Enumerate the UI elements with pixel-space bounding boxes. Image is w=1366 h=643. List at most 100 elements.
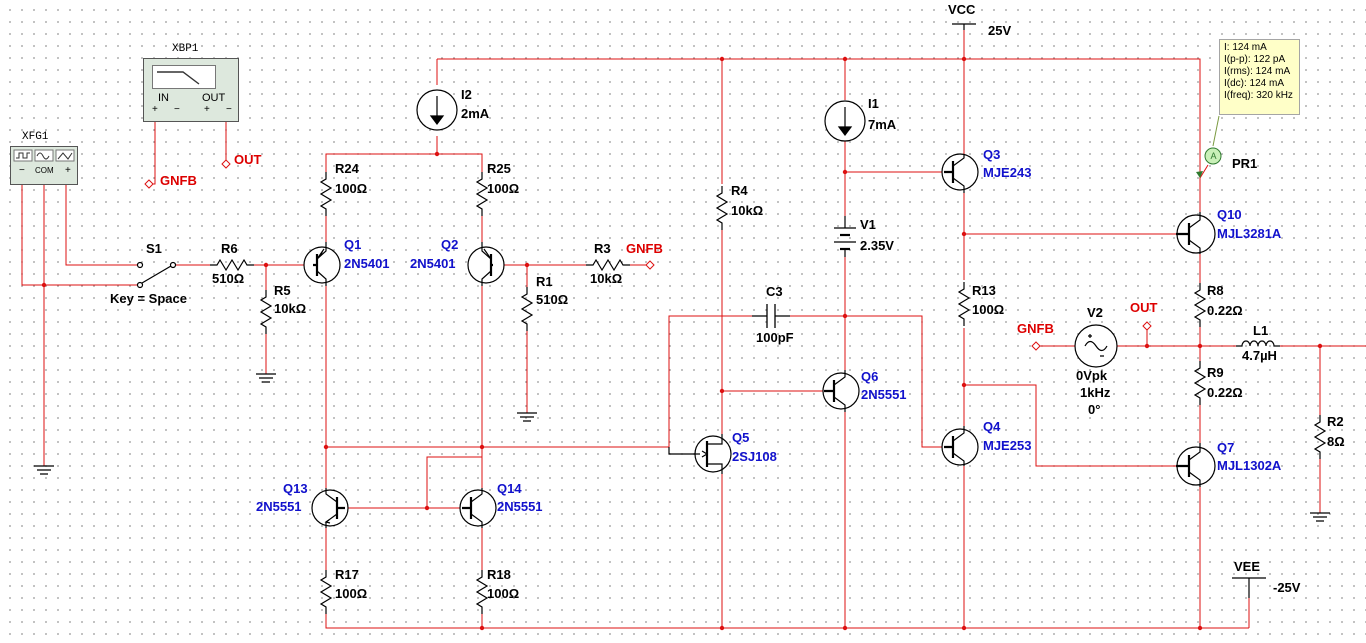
probe-reading-irms: I(rms): 124 mA — [1224, 66, 1291, 77]
r25-ref: R25 — [487, 161, 511, 176]
waveform-icons — [13, 149, 75, 162]
resistor-r3[interactable] — [585, 259, 631, 271]
q7-ref: Q7 — [1217, 440, 1235, 455]
r2-value: 8Ω — [1327, 434, 1345, 449]
transistor-q13[interactable] — [311, 488, 349, 528]
r6-ref: R6 — [221, 241, 238, 256]
r9-ref: R9 — [1207, 365, 1224, 380]
xbp1-in-minus: − — [174, 104, 180, 115]
q4-ref: Q4 — [983, 419, 1001, 434]
xbp1-out-label: OUT — [202, 92, 226, 104]
r1-value: 510Ω — [536, 292, 569, 307]
xfg1-plus: + — [65, 165, 71, 176]
transistor-q10[interactable] — [1176, 212, 1216, 254]
r8-ref: R8 — [1207, 283, 1224, 298]
r17-ref: R17 — [335, 567, 359, 582]
vcc-symbol — [952, 23, 976, 30]
xbp1-in-label: IN — [158, 92, 169, 104]
junction-dots — [41, 56, 1323, 631]
switch-s1[interactable] — [136, 261, 177, 289]
l1-ref: L1 — [1253, 323, 1269, 338]
r3-value: 10kΩ — [590, 271, 623, 286]
ac-source-v2[interactable] — [1074, 324, 1118, 368]
resistor-r9[interactable] — [1194, 360, 1206, 406]
xfg1-minus: − — [19, 165, 25, 176]
r25-value: 100Ω — [487, 181, 520, 196]
bode-plotter-xbp1[interactable]: IN OUT + − + − — [143, 58, 239, 122]
resistor-r18[interactable] — [476, 569, 488, 615]
function-generator-xfg1[interactable]: COM + − — [10, 146, 78, 185]
v2-frequency: 1kHz — [1080, 385, 1111, 400]
c3-ref: C3 — [766, 284, 783, 299]
net-label-vcc: VCC — [948, 2, 976, 17]
xfg1-label: XFG1 — [22, 131, 49, 143]
net-label-gnfb-2: GNFB — [626, 241, 663, 256]
q5-part: 2SJ108 — [732, 449, 777, 464]
xbp1-out-plus: + — [204, 104, 210, 115]
resistor-r6[interactable] — [209, 259, 255, 271]
transistor-q6[interactable] — [822, 370, 860, 412]
q7-part: MJL1302A — [1217, 458, 1282, 473]
s1-ref: S1 — [146, 241, 162, 256]
r13-value: 100Ω — [972, 302, 1005, 317]
xbp1-in-plus: + — [152, 104, 158, 115]
transistor-q14[interactable] — [459, 488, 497, 528]
r2-ref: R2 — [1327, 414, 1344, 429]
c3-value: 100pF — [756, 330, 794, 345]
ground-symbols — [34, 373, 1330, 522]
q14-part: 2N5551 — [497, 499, 543, 514]
probe-symbol: A — [1210, 151, 1217, 161]
probe-pr1[interactable] — [1196, 115, 1222, 178]
q1-ref: Q1 — [344, 237, 362, 252]
r8-value: 0.22Ω — [1207, 303, 1243, 318]
current-source-i2[interactable] — [416, 89, 458, 131]
i2-ref: I2 — [461, 87, 472, 102]
r17-value: 100Ω — [335, 586, 368, 601]
q4-part: MJE253 — [983, 438, 1032, 453]
inductor-l1[interactable] — [1236, 340, 1280, 347]
q13-ref: Q13 — [283, 481, 308, 496]
transistor-q2[interactable] — [467, 242, 505, 286]
resistor-r5[interactable] — [260, 289, 272, 335]
q2-ref: Q2 — [441, 237, 459, 252]
net-connectors — [144, 159, 1152, 351]
xfg1-com-label: COM — [35, 166, 54, 175]
r4-ref: R4 — [731, 183, 748, 198]
s1-key: Key = Space — [110, 291, 187, 306]
r24-value: 100Ω — [335, 181, 368, 196]
i1-ref: I1 — [868, 96, 879, 111]
v2-phase: 0° — [1088, 402, 1101, 417]
transistor-q3[interactable] — [941, 153, 979, 193]
net-label-vee: VEE — [1234, 559, 1261, 574]
i1-value: 7mA — [868, 117, 897, 132]
q3-ref: Q3 — [983, 147, 1001, 162]
transistor-q1[interactable] — [303, 242, 341, 286]
q13-part: 2N5551 — [256, 499, 302, 514]
capacitor-c3[interactable] — [752, 304, 790, 328]
resistor-r17[interactable] — [320, 569, 332, 615]
probe-ref: PR1 — [1232, 156, 1258, 171]
q10-ref: Q10 — [1217, 207, 1242, 222]
xbp1-label: XBP1 — [172, 43, 199, 55]
probe-reading-ipp: I(p-p): 122 pA — [1224, 54, 1286, 65]
r1-ref: R1 — [536, 274, 553, 289]
net-label-gnfb-3: GNFB — [1017, 321, 1054, 336]
bode-screen-icon — [152, 65, 216, 89]
probe-readout-tooltip: I: 124 mA I(p-p): 122 pA I(rms): 124 mA … — [1219, 39, 1300, 115]
resistor-r1[interactable] — [521, 286, 533, 332]
resistor-r25[interactable] — [476, 171, 488, 217]
resistor-r8[interactable] — [1194, 282, 1206, 328]
net-label-out-1: OUT — [234, 152, 262, 167]
current-source-i1[interactable] — [824, 100, 866, 142]
transistor-q7[interactable] — [1176, 443, 1216, 487]
voltage-source-v1[interactable] — [834, 216, 856, 257]
transistor-q4[interactable] — [941, 426, 979, 466]
r5-ref: R5 — [274, 283, 291, 298]
transistor-q5[interactable] — [668, 434, 732, 474]
resistor-r4[interactable] — [716, 185, 728, 231]
resistor-r13[interactable] — [958, 281, 970, 327]
resistor-r24[interactable] — [320, 171, 332, 217]
resistor-r2[interactable] — [1314, 414, 1326, 460]
r13-ref: R13 — [972, 283, 996, 298]
